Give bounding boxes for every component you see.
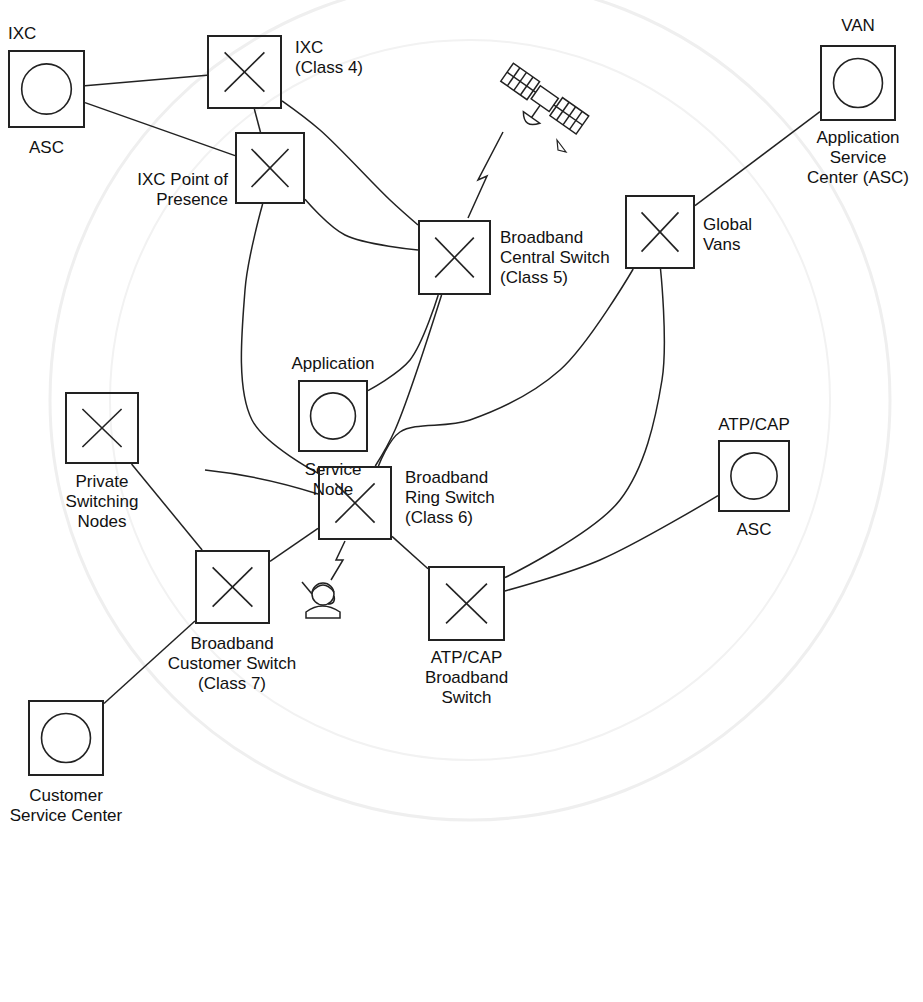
service-center-box: ATP/CAPASC xyxy=(718,440,790,512)
switch-box: IXC Point of Presence xyxy=(235,132,305,204)
node-label: Broadband Customer Switch (Class 7) xyxy=(157,634,307,694)
service-center-box: ApplicationService Node xyxy=(298,380,368,452)
node-label: ASC xyxy=(718,520,790,540)
switch-cross xyxy=(197,552,268,622)
switch-cross xyxy=(209,37,280,107)
radio-link xyxy=(331,541,345,580)
network-link xyxy=(695,112,820,206)
node-label: VAN xyxy=(820,16,896,36)
network-link xyxy=(282,101,418,225)
service-circle xyxy=(822,47,894,119)
node-label: IXC (Class 4) xyxy=(295,38,370,78)
service-circle xyxy=(720,442,788,510)
node-label: ATP/CAP xyxy=(700,415,808,435)
radio-link xyxy=(468,132,503,218)
network-link xyxy=(375,295,441,466)
service-center-box: VANApplication Service Center (ASC) xyxy=(820,45,896,121)
watermark-ring xyxy=(50,0,890,820)
trunk-line xyxy=(205,470,318,494)
switch-box: IXC (Class 4) xyxy=(207,35,282,109)
service-circle xyxy=(30,702,102,774)
node-label: ATP/CAP Broadband Switch xyxy=(419,648,514,708)
switch-cross xyxy=(237,134,303,202)
operator-icon xyxy=(302,582,340,618)
watermark-ring xyxy=(110,40,830,760)
switch-cross xyxy=(430,568,503,639)
switch-cross xyxy=(320,468,390,538)
network-link xyxy=(305,199,418,250)
switch-cross xyxy=(67,394,137,462)
node-label: IXC Point of Presence xyxy=(133,170,228,210)
network-link xyxy=(85,103,235,156)
switch-box: Broadband Customer Switch (Class 7) xyxy=(195,550,270,624)
node-label: Broadband Central Switch (Class 5) xyxy=(500,228,625,288)
network-link xyxy=(378,269,633,466)
service-center-box: IXCASC xyxy=(8,50,85,128)
node-label: Application Service Center (ASC) xyxy=(804,128,912,188)
node-label: Application xyxy=(270,354,396,374)
node-label: IXC xyxy=(8,24,68,44)
switch-box: Global Vans xyxy=(625,195,695,269)
node-label: Private Switching Nodes xyxy=(57,472,147,532)
node-label: Broadband Ring Switch (Class 6) xyxy=(405,468,510,528)
network-link xyxy=(505,269,664,578)
service-circle xyxy=(300,382,366,450)
network-link xyxy=(132,464,203,550)
network-link xyxy=(368,295,438,391)
service-circle xyxy=(10,52,83,126)
node-label: Global Vans xyxy=(703,215,763,255)
switch-box: Private Switching Nodes xyxy=(65,392,139,464)
switch-cross xyxy=(627,197,693,267)
satellite-icon xyxy=(490,63,589,149)
switch-cross xyxy=(420,222,489,293)
switch-box: ATP/CAP Broadband Switch xyxy=(428,566,505,641)
switch-box: Broadband Central Switch (Class 5) xyxy=(418,220,491,295)
network-link xyxy=(270,528,318,561)
node-label: ASC xyxy=(8,138,85,158)
antenna-icon xyxy=(557,140,566,152)
service-center-box: Customer Service Center xyxy=(28,700,104,776)
switch-box: Broadband Ring Switch (Class 6) xyxy=(318,466,392,540)
network-link xyxy=(392,536,428,568)
network-link xyxy=(505,496,718,591)
node-label: Customer Service Center xyxy=(6,786,126,826)
network-link xyxy=(85,75,207,85)
network-link xyxy=(254,109,260,132)
network-link xyxy=(241,204,318,473)
